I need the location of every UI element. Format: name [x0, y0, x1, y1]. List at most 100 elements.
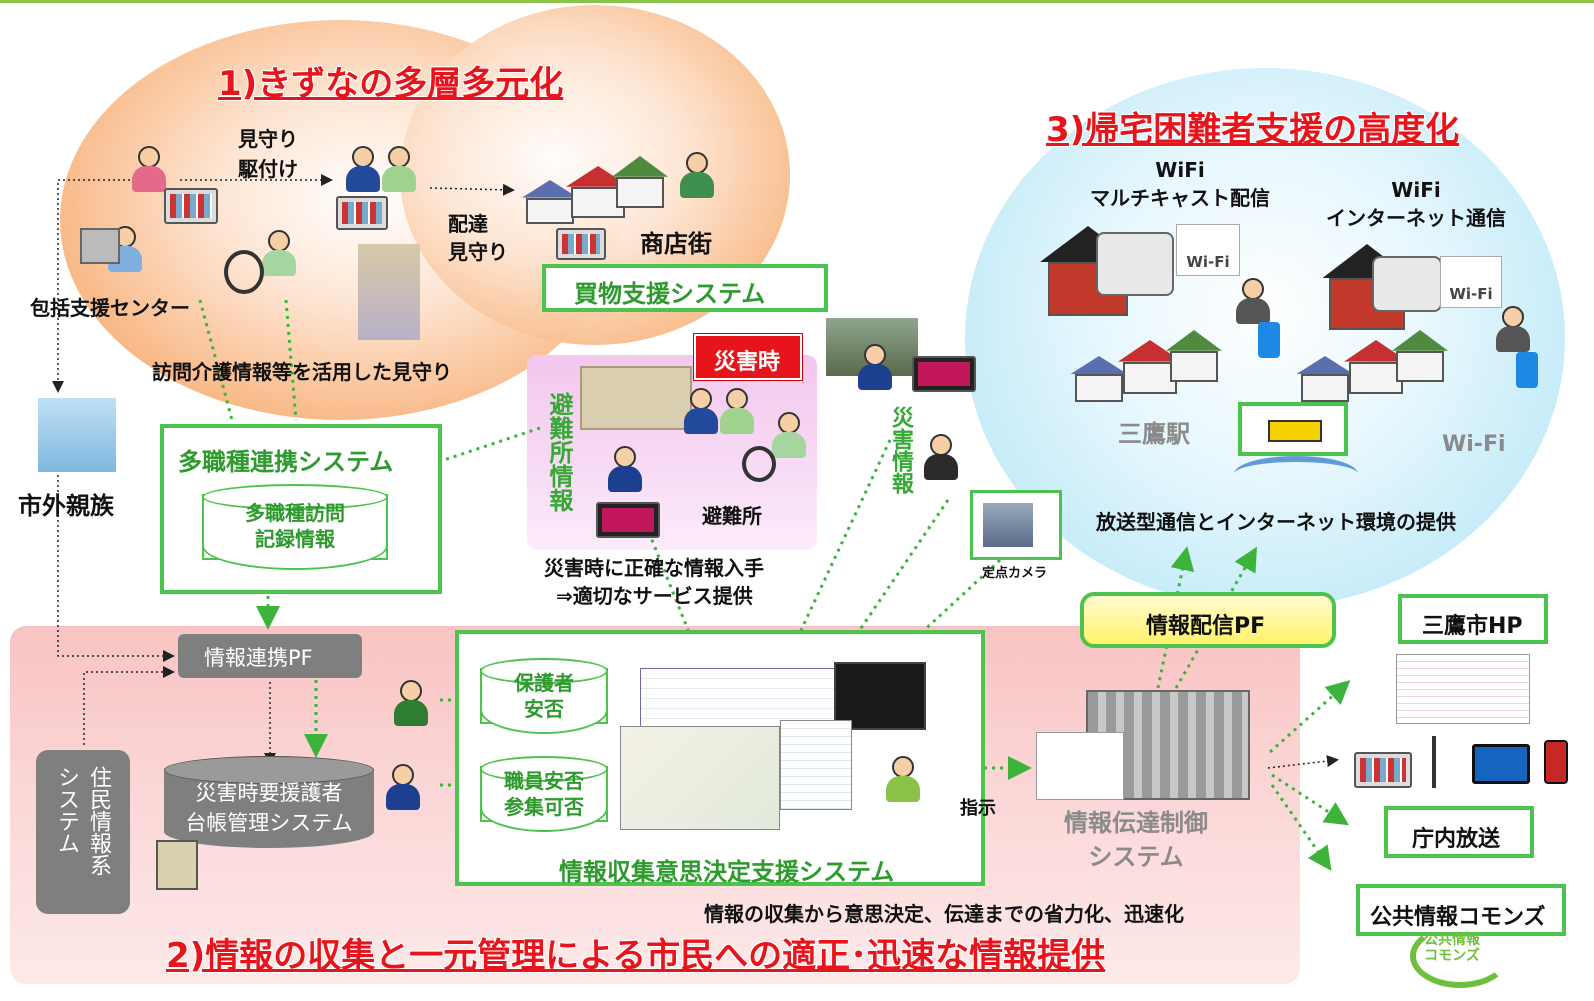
camera-feed-screenshot [834, 662, 926, 730]
section2-subtitle: 情報の収集から意思決定、伝達までの省力化、迅速化 [704, 902, 1184, 926]
suitcase-icon [1516, 352, 1538, 388]
tablet-icon [336, 196, 388, 230]
shop-icon [1392, 330, 1448, 382]
hinanjo-label: 避難所 [702, 504, 762, 528]
server-icon [156, 840, 198, 890]
housou-label: 放送型通信とインターネット環境の提供 [1096, 510, 1456, 534]
shokuin-db-label: 職員安否 参集可否 [504, 769, 584, 819]
chonai-label: 庁内放送 [1412, 827, 1501, 852]
saigai-joho-label: 災害情報 [888, 406, 913, 494]
tablet-icon [164, 188, 218, 224]
mimamori-label: 見守り 駆付け [238, 127, 298, 181]
kaimono-system-box: 買物支援システム [542, 264, 828, 312]
decision-maker-icon [886, 756, 920, 802]
wifi-multicast-label: WiFi マルチキャスト配信 [1090, 158, 1270, 210]
router-icon [1268, 420, 1322, 442]
train-icon [1372, 256, 1442, 312]
houkatsu-label: 包括支援センター [30, 296, 190, 320]
mobile-phone-icon [1544, 740, 1568, 784]
tablet-icon [912, 356, 976, 392]
traveler-icon [1496, 306, 1530, 352]
elderly-man-icon [684, 388, 718, 434]
youengo-system-db: 災害時要援護者 台帳管理システム [164, 756, 374, 848]
tashokushu-title: 多職種連携システム [178, 448, 394, 476]
shop-icon [1296, 356, 1354, 402]
shotengai-label: 商店街 [640, 230, 712, 258]
juumin-system-label: 住民情報系 システム [54, 766, 111, 876]
shushu-system-title: 情報収集意思決定支援システム [559, 858, 895, 886]
family-photo-icon [38, 398, 116, 472]
tv-icon [1472, 744, 1530, 784]
list-screenshot [780, 720, 852, 810]
juumin-system-box: 住民情報系 システム [36, 750, 130, 914]
operator-desk-icon [1036, 732, 1124, 800]
youengo-system-label: 災害時要援護者 台帳管理システム [185, 781, 353, 835]
tablet-icon [1354, 752, 1412, 788]
website-screenshot [1396, 654, 1530, 724]
caregiver-icon [772, 412, 806, 458]
teiten-camera-label: 定点カメラ [982, 566, 1048, 581]
hogosha-db-label: 保護者 安否 [514, 671, 574, 721]
loudspeaker-icon [1432, 736, 1454, 788]
haishin-pf-box: 情報配信PF [1080, 592, 1336, 648]
hogosha-db: 保護者 安否 [480, 658, 608, 734]
section3-title: 3)帰宅困難者支援の高度化 [1046, 110, 1460, 150]
map-screenshot [620, 726, 780, 830]
shop-icon [1118, 340, 1182, 394]
staff-person-icon [386, 764, 420, 810]
wifi-text-label: Wi-Fi [1442, 432, 1506, 457]
wifi-icon: Wi-Fi [1176, 224, 1240, 276]
renkei-pf-box: 情報連携PF [178, 634, 362, 678]
top-rule [0, 0, 1594, 3]
shop-icon [566, 166, 630, 218]
teiten-camera-box [970, 490, 1062, 560]
mitaka-hp-label: 三鷹市HP [1422, 614, 1523, 639]
elderly-photo-icon [358, 244, 420, 340]
chonai-box: 庁内放送 [1384, 806, 1534, 858]
staff-person-icon [858, 344, 892, 390]
firefighter-icon [924, 434, 958, 480]
traveler-icon [1236, 278, 1270, 324]
seikaku-line2: ⇒適切なサービス提供 [556, 584, 753, 608]
shokuin-db: 職員安否 参集可否 [480, 756, 608, 832]
shopkeeper-icon [680, 152, 714, 198]
shigai-label: 市外親族 [18, 492, 114, 520]
shop-icon [612, 156, 668, 208]
shop-icon [1344, 340, 1408, 394]
mitaka-station-label: 三鷹駅 [1118, 420, 1190, 448]
computer-icon [80, 228, 120, 264]
shop-icon [522, 180, 578, 224]
hinanjo-vertical-label: 避難所情報 [545, 392, 573, 512]
suitcase-icon [1258, 322, 1280, 358]
wifi-icon: Wi-Fi [1440, 256, 1502, 308]
staff-person-icon [608, 446, 642, 492]
operator-person-icon [132, 146, 166, 192]
elderly-woman-icon [720, 388, 754, 434]
elderly-man-icon [346, 146, 380, 192]
commons-logo-icon [1410, 924, 1510, 988]
mitaka-hp-box: 三鷹市HP [1398, 594, 1548, 644]
shop-icon [1070, 356, 1128, 402]
camera-icon [983, 503, 1033, 547]
houmon-label: 訪問介護情報等を活用した見守り [152, 360, 452, 384]
commons-logo-text: 公共情報 コモンズ [1424, 932, 1480, 964]
access-point-box [1238, 402, 1348, 456]
parent-person-icon [394, 680, 428, 726]
shiji-label: 指示 [960, 798, 996, 819]
wifi-internet-label: WiFi インターネット通信 [1326, 178, 1506, 230]
tablet-icon [596, 502, 660, 538]
section2-title: 2)情報の収集と一元管理による市民への適正･迅速な情報提供 [166, 936, 1106, 976]
caregiver-icon [262, 230, 296, 276]
train-icon [1096, 232, 1174, 296]
signal-wave-icon [1234, 456, 1358, 492]
seikaku-line1: 災害時に正確な情報入手 [544, 556, 764, 580]
haitatsu-label: 配達 見守り [448, 212, 508, 264]
elderly-woman-icon [382, 146, 416, 192]
shop-icon [1166, 330, 1222, 382]
shelter-building-icon [580, 366, 692, 430]
dentatsu-system-label: 情報伝達制御 システム [1064, 809, 1208, 871]
tablet-icon [556, 228, 606, 260]
wheelchair-icon [742, 446, 776, 482]
haishin-pf-label: 情報配信PF [1146, 614, 1266, 639]
tashokushu-db: 多職種訪問 記録情報 [202, 484, 388, 570]
